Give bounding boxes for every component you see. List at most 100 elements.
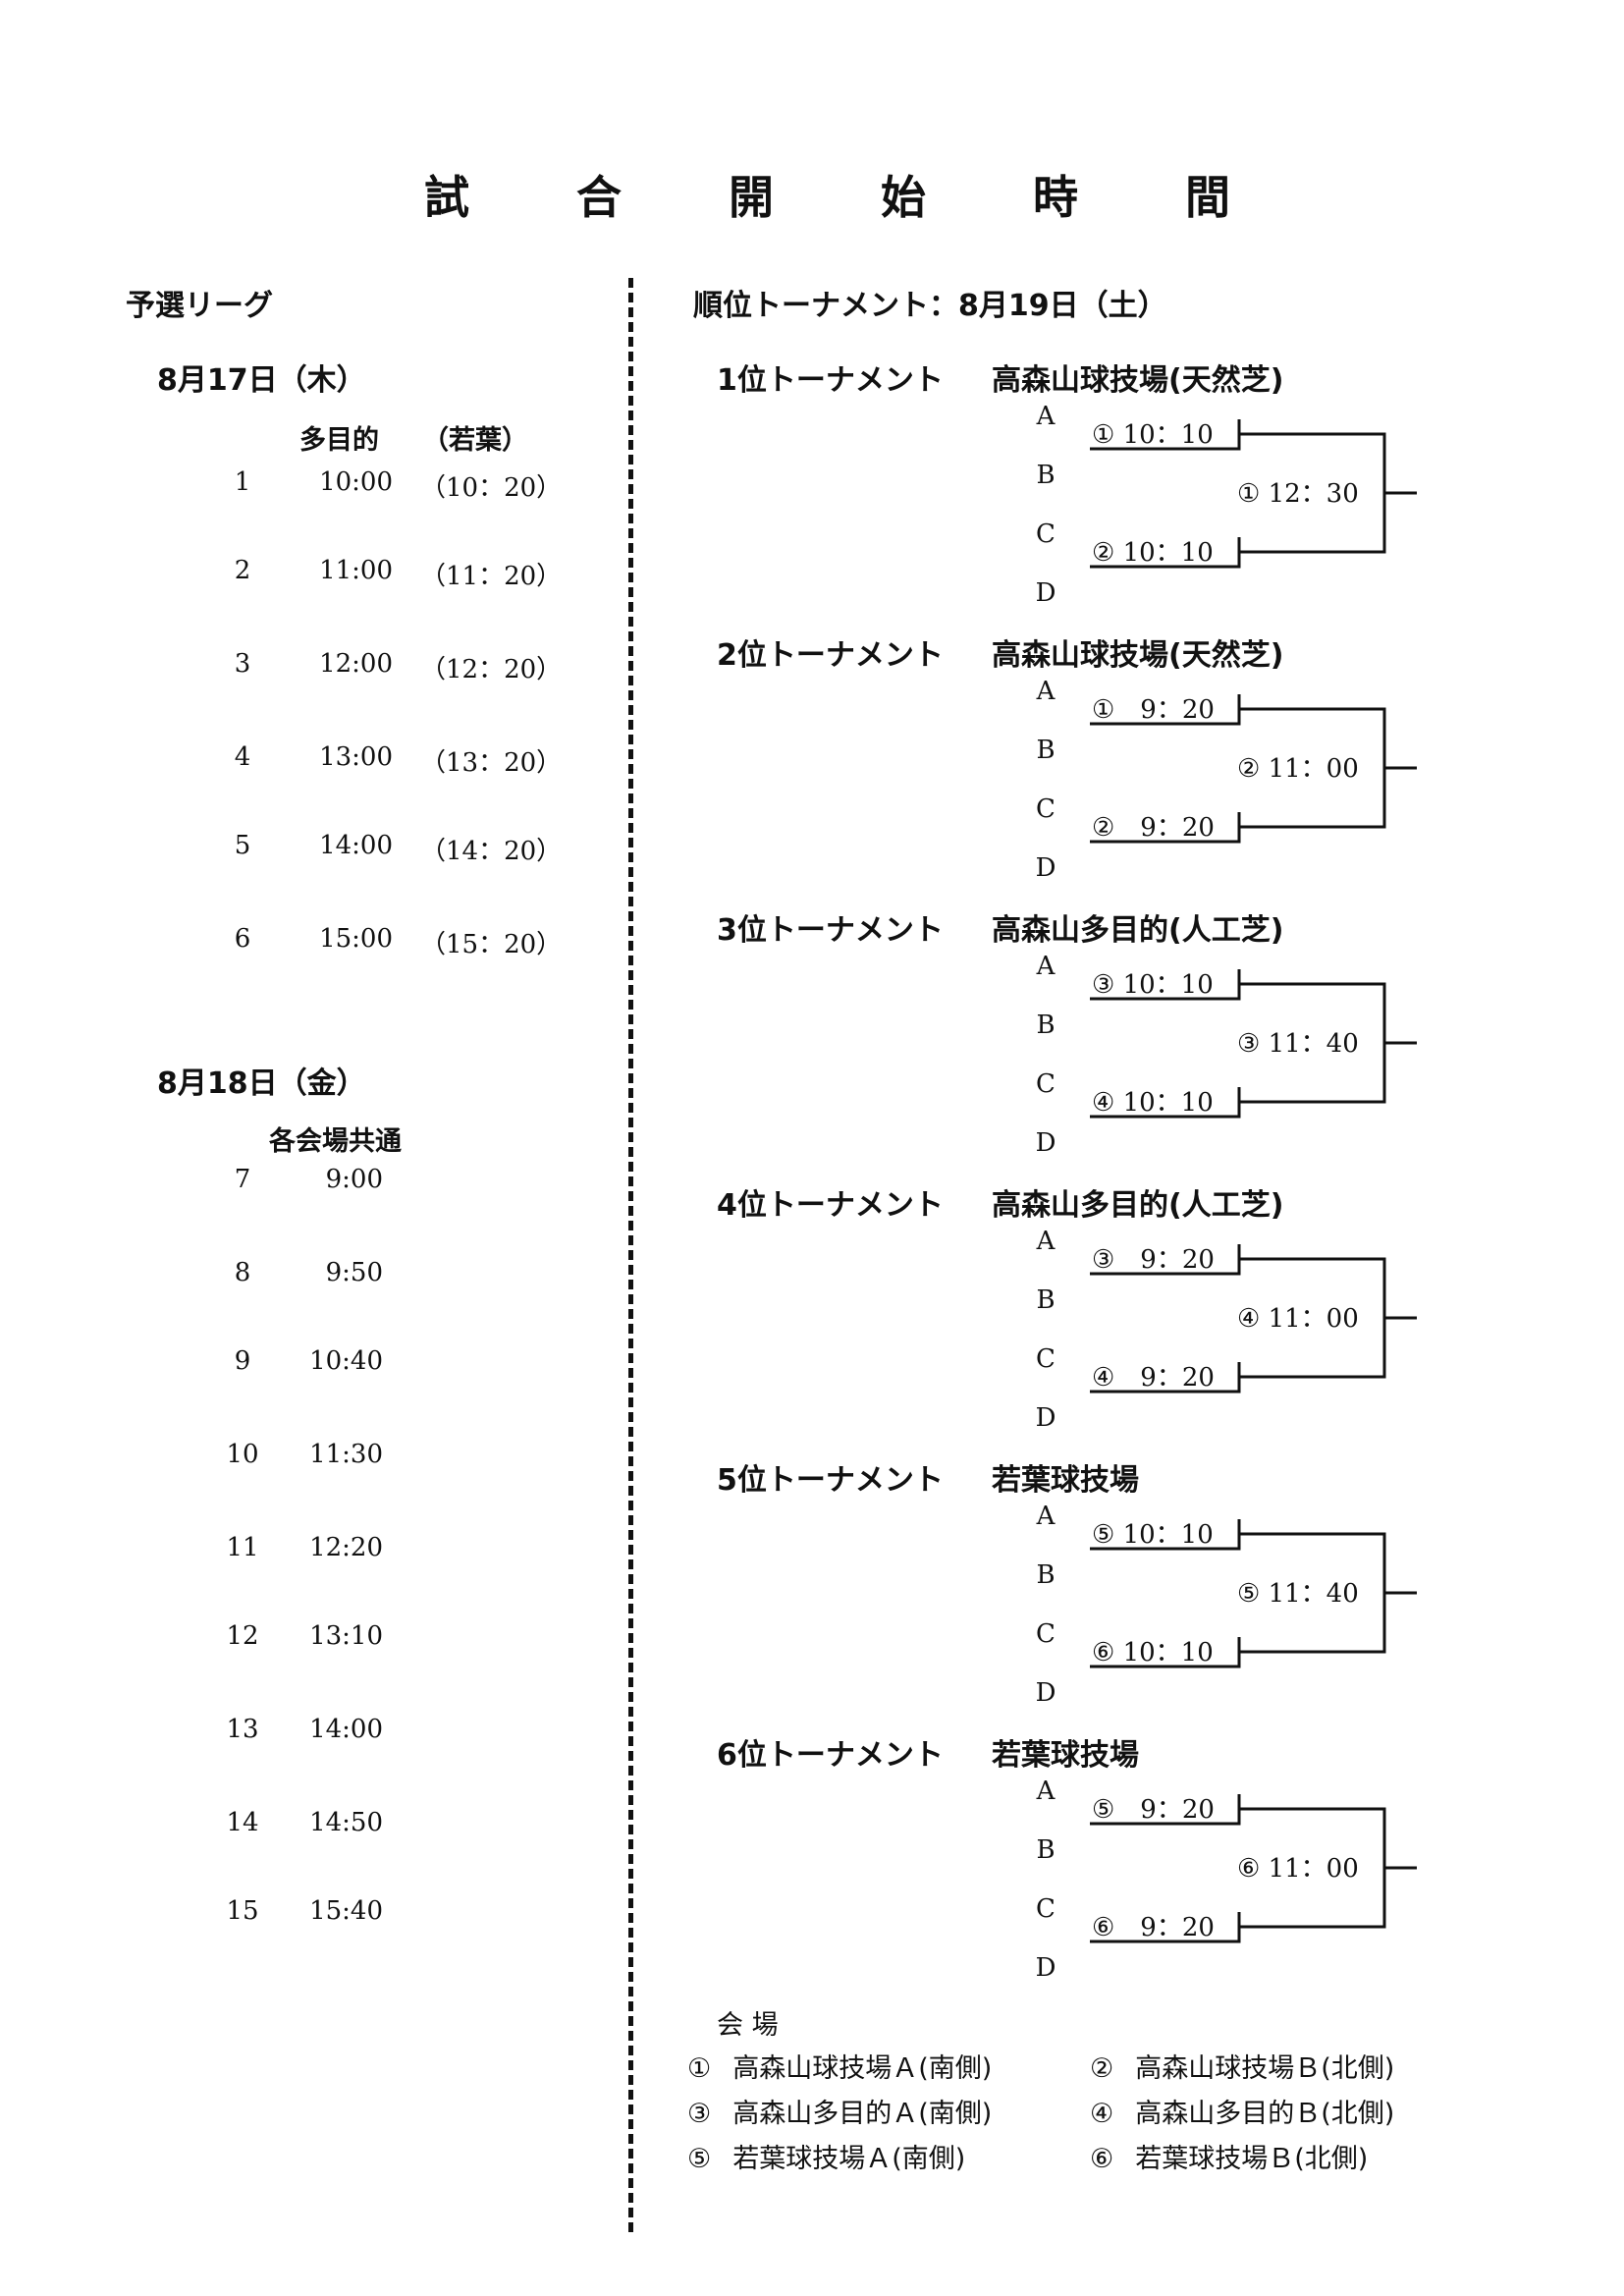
team-slot: D: [1035, 578, 1056, 608]
start-time-common: 14:50: [309, 1808, 383, 1837]
tournament-venue: 若葉球技場: [992, 1463, 1139, 1498]
team-slot: D: [1035, 853, 1056, 883]
team-slot: B: [1036, 461, 1056, 490]
venue-item: ① 高森山球技場Ａ(南側): [687, 2047, 992, 2085]
semifinal-1-time: ⑤ 10：10: [1092, 1520, 1214, 1550]
final-time: ⑥ 11：00: [1237, 1854, 1359, 1884]
team-slot: A: [1036, 952, 1056, 981]
match-number: 2: [234, 556, 251, 585]
match-number: 9: [234, 1346, 251, 1376]
team-slot: A: [1036, 1502, 1056, 1531]
semifinal-2-time: ④ 9：20: [1092, 1363, 1215, 1393]
day1-col1-header: 多目的: [299, 425, 379, 456]
title-char: 試: [424, 171, 469, 224]
start-time-multipurpose: 12:00: [319, 649, 393, 679]
start-time-common: 13:10: [309, 1621, 383, 1651]
final-time: ② 11：00: [1237, 754, 1359, 784]
venue-symbol: ⑥: [1090, 2144, 1114, 2174]
team-slot: D: [1035, 1678, 1056, 1708]
semifinal-2-time: ② 9：20: [1092, 813, 1215, 843]
match-number: 12: [226, 1621, 259, 1651]
bracket-lines: [1090, 969, 1417, 1119]
match-number: 15: [226, 1896, 259, 1926]
semifinal-2-time: ⑥ 10：10: [1092, 1638, 1214, 1667]
bracket-lines: [1090, 694, 1417, 844]
team-slot: C: [1036, 794, 1056, 824]
semifinal-1-time: ① 10：10: [1092, 420, 1214, 450]
tournament-venue: 高森山球技場(天然芝): [992, 638, 1284, 673]
day1-col2-header: （若葉）: [422, 425, 528, 456]
match-number: 1: [234, 467, 251, 497]
league-heading: 予選リーグ: [126, 289, 273, 323]
start-time-common: 15:40: [309, 1896, 383, 1926]
semifinal-1-time: ① 9：20: [1092, 695, 1215, 725]
venue-name: 高森山多目的Ａ(南側): [732, 2099, 993, 2129]
start-time-common: 12:20: [309, 1533, 383, 1562]
venue-name: 高森山球技場Ｂ(北側): [1135, 2053, 1395, 2084]
title-char: 合: [576, 171, 622, 224]
venue-name: 高森山球技場Ａ(南側): [732, 2053, 993, 2084]
team-slot: B: [1036, 1835, 1056, 1865]
tournament-name: 1位トーナメント: [717, 363, 944, 398]
start-time-common: 9:50: [325, 1258, 383, 1287]
day1-date: 8月17日（木）: [157, 363, 366, 398]
title-char: 開: [729, 171, 774, 224]
tournament-name: 4位トーナメント: [717, 1188, 944, 1223]
venue-symbol: ①: [687, 2053, 712, 2084]
start-time-wakaba: （14：20）: [420, 837, 563, 866]
match-number: 3: [234, 649, 251, 679]
venue-symbol: ②: [1090, 2053, 1114, 2084]
start-time-wakaba: （15：20）: [420, 930, 563, 959]
match-number: 11: [226, 1533, 259, 1562]
venue-item: ③ 高森山多目的Ａ(南側): [687, 2092, 992, 2130]
final-time: ① 12：30: [1237, 479, 1359, 509]
team-slot: A: [1036, 402, 1056, 431]
semifinal-2-time: ⑥ 9：20: [1092, 1913, 1215, 1942]
start-time-multipurpose: 11:00: [319, 556, 393, 585]
team-slot: C: [1036, 1344, 1056, 1374]
final-time: ③ 11：40: [1237, 1029, 1359, 1059]
semifinal-2-time: ④ 10：10: [1092, 1088, 1214, 1118]
team-slot: B: [1036, 1011, 1056, 1040]
team-slot: B: [1036, 1285, 1056, 1315]
team-slot: B: [1036, 1560, 1056, 1590]
venue-symbol: ④: [1090, 2099, 1114, 2129]
final-time: ⑤ 11：40: [1237, 1579, 1359, 1609]
start-time-common: 11:30: [309, 1440, 383, 1469]
match-number: 7: [234, 1165, 251, 1194]
venue-symbol: ③: [687, 2099, 712, 2129]
team-slot: A: [1036, 1227, 1056, 1256]
venue-symbol: ⑤: [687, 2144, 712, 2174]
team-slot: C: [1036, 519, 1056, 549]
team-slot: C: [1036, 1619, 1056, 1649]
start-time-multipurpose: 14:00: [319, 831, 393, 860]
start-time-wakaba: （11：20）: [420, 562, 563, 591]
start-time-common: 10:40: [309, 1346, 383, 1376]
team-slot: D: [1035, 1128, 1056, 1158]
tournament-name: 2位トーナメント: [717, 638, 944, 673]
match-number: 6: [234, 924, 251, 954]
venue-item: ⑤ 若葉球技場Ａ(南側): [687, 2137, 965, 2175]
tournament-venue: 高森山多目的(人工芝): [992, 1188, 1284, 1223]
start-time-multipurpose: 10:00: [319, 467, 393, 497]
bracket-lines: [1090, 1244, 1417, 1394]
semifinal-2-time: ② 10：10: [1092, 538, 1214, 568]
column-divider: [628, 278, 633, 2232]
venues-heading: 会 場: [717, 2010, 779, 2041]
bracket-lines: [1090, 419, 1417, 569]
semifinal-1-time: ⑤ 9：20: [1092, 1795, 1215, 1825]
match-number: 4: [234, 742, 251, 772]
venue-name: 若葉球技場Ａ(南側): [732, 2144, 966, 2174]
title-char: 時: [1033, 171, 1078, 224]
final-time: ④ 11：00: [1237, 1304, 1359, 1334]
team-slot: B: [1036, 736, 1056, 765]
tournament-name: 3位トーナメント: [717, 913, 944, 948]
match-number: 10: [226, 1440, 259, 1469]
